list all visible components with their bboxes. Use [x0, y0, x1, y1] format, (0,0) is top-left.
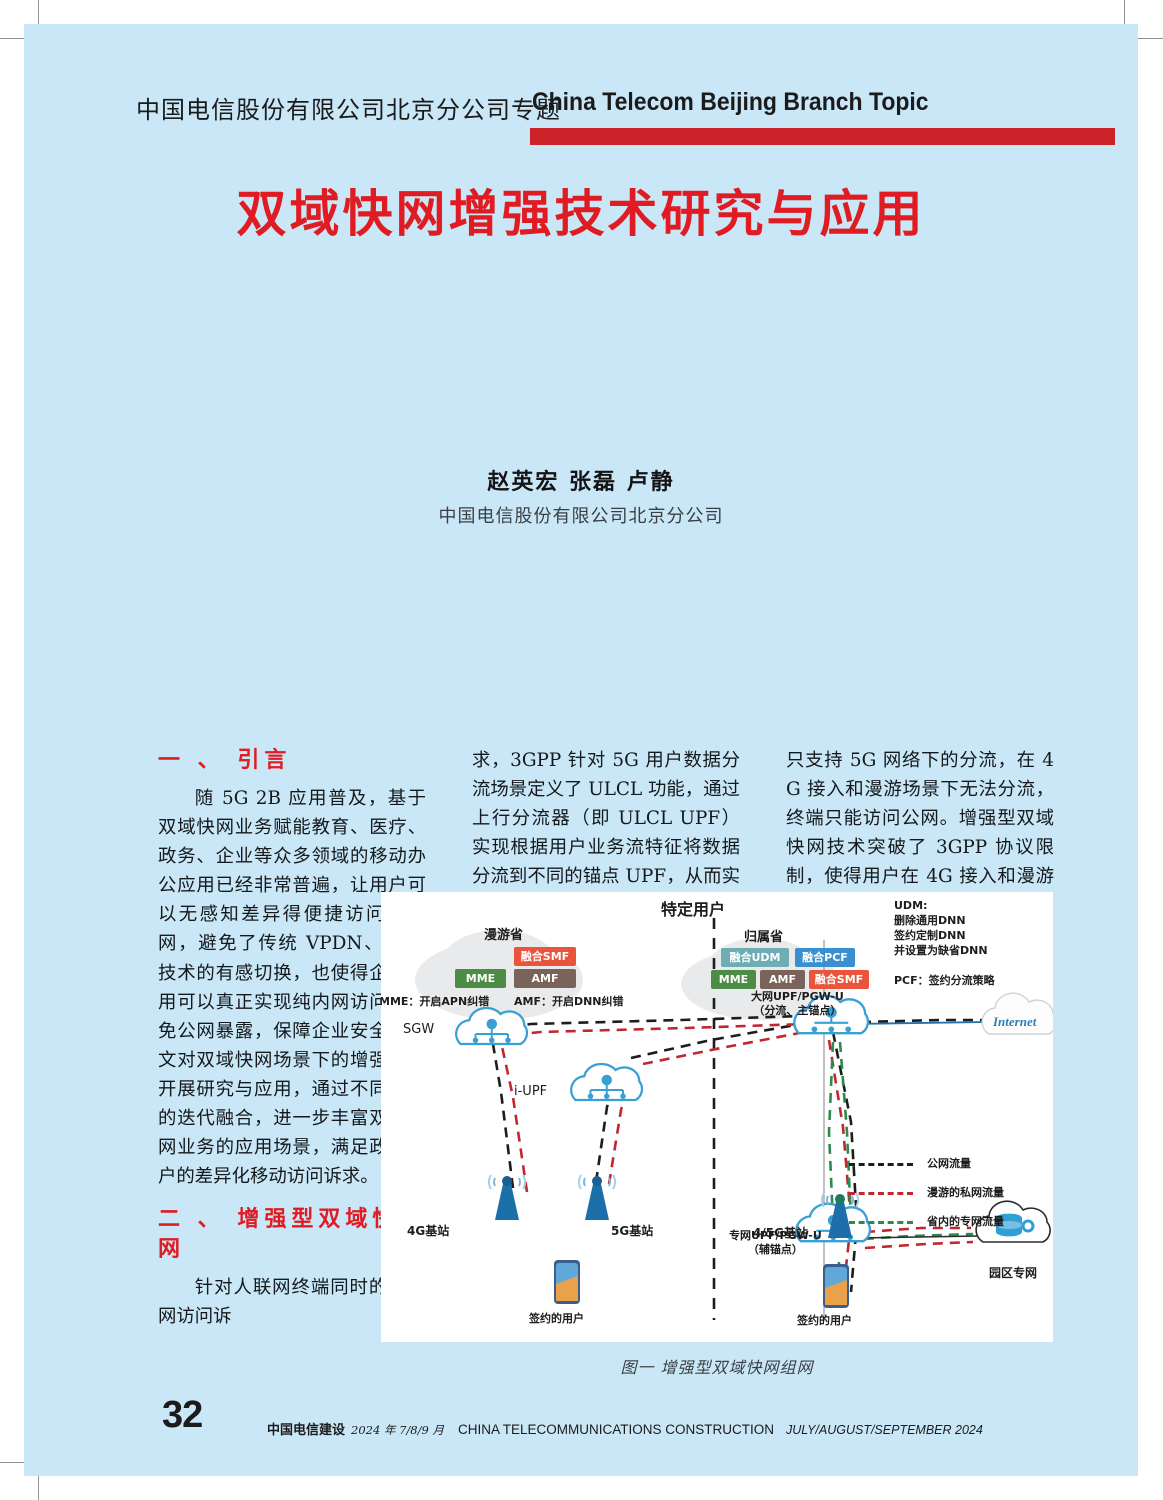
figure-label-iupf: i-UPF [514, 1084, 548, 1099]
legend-label-province: 省内的专网流量 [927, 1215, 1004, 1228]
footer-issue-cn: 2024 年 7/8/9 月 [351, 1423, 444, 1437]
author-list: 赵英宏 张磊 卢静 [487, 469, 675, 495]
figure-note-mme: MME：开启APN纠错 [381, 995, 490, 1008]
footer-journal-cn: 中国电信建设 [267, 1423, 346, 1438]
crop-mark-top-left-horizontal [0, 38, 28, 39]
figure-note-udm: UDM: 删除通用DNN 签约定制DNN 并设置为缺省DNN [894, 899, 988, 957]
column-1: 一 、 引言 随 5G 2B 应用普及，基于双域快网业务赋能教育、医疗、政务、企… [158, 746, 426, 1332]
legend-label-roaming: 漫游的私网流量 [927, 1186, 1004, 1199]
figure-label-specific-user: 特定用户 [661, 900, 726, 919]
chip-home-udm: 融合UDM [721, 948, 789, 967]
figure-caption: 图一 增强型双域快网组网 [620, 1358, 814, 1377]
figure-label-roaming-province: 漫游省 [484, 928, 524, 943]
crop-mark-bottom-left-vertical [38, 1476, 39, 1500]
figure-network-diagram: 特定用户 漫游省 归属省 融合SMF MME AMF 融合UDM 融合PCF M… [381, 892, 1053, 1342]
journal-page: 中国电信股份有限公司北京分公司专题 China Telecom Beijing … [24, 24, 1138, 1476]
chip-home-smf: 融合SMF [809, 970, 869, 989]
page-number: 32 [162, 1394, 203, 1436]
page-header: 中国电信股份有限公司北京分公司专题 China Telecom Beijing … [136, 82, 1116, 152]
crop-mark-top-left-vertical [38, 0, 39, 24]
figure-label-5g-bs: 5G基站 [611, 1224, 654, 1238]
figure-svg [415, 918, 1053, 1322]
legend-line-province [849, 1221, 913, 1224]
body-columns: 一 、 引言 随 5G 2B 应用普及，基于双域快网业务赋能教育、医疗、政务、企… [158, 746, 1054, 1356]
page-title: 双域快网增强技术研究与应用 [236, 185, 926, 243]
crop-mark-top-right-vertical [1124, 0, 1125, 24]
header-red-rule [530, 128, 1115, 145]
chip-roaming-smf: 融合SMF [514, 947, 576, 966]
author-affiliation: 中国电信股份有限公司北京分公司 [438, 506, 724, 527]
header-topic-chinese: 中国电信股份有限公司北京分公司专题 [136, 96, 561, 124]
chip-home-amf: AMF [760, 970, 805, 989]
figure-label-4g-bs: 4G基站 [407, 1224, 450, 1238]
figure-label-private-upf: 专网UPF/PGW-U （辅锚点） [729, 1229, 822, 1256]
figure-label-public-upf: 大网UPF/PGW-U （分流、主锚点） [751, 990, 844, 1017]
crop-mark-bottom-left-horizontal [0, 1462, 28, 1463]
figure-label-user-right: 签约的用户 [797, 1314, 852, 1327]
legend-line-public [849, 1163, 913, 1166]
chip-home-pcf: 融合PCF [795, 948, 855, 967]
figure-note-pcf: PCF：签约分流策略 [894, 974, 995, 987]
figure-label-45g-bs: 4/5G基站 [753, 1226, 808, 1240]
legend-line-roaming [849, 1192, 913, 1195]
figure-label-internet: Internet [993, 1014, 1037, 1029]
figure-label-campus-network: 园区专网 [989, 1266, 1038, 1280]
footer-issue-en: JULY/AUGUST/SEPTEMBER 2024 [785, 1423, 983, 1437]
footer-line: 中国电信建设 2024 年 7/8/9 月 CHINA TELECOMMUNICAT… [267, 1419, 983, 1438]
legend-label-public: 公网流量 [927, 1157, 971, 1170]
figure-note-amf: AMF：开启DNN纠错 [514, 995, 624, 1008]
intro-paragraph: 随 5G 2B 应用普及，基于双域快网业务赋能教育、医疗、政务、企业等众多领域的… [158, 788, 426, 1188]
chip-home-mme: MME [711, 970, 756, 989]
crop-mark-top-right-horizontal [1135, 38, 1163, 39]
chip-roaming-amf: AMF [514, 969, 576, 988]
figure-label-home-province: 归属省 [744, 930, 784, 945]
section-heading-intro: 一 、 引言 [158, 748, 292, 773]
figure-label-sgw: SGW [403, 1022, 435, 1037]
chip-roaming-mme: MME [455, 969, 506, 988]
figure-label-user-left: 签约的用户 [529, 1312, 584, 1325]
header-topic-english: China Telecom Beijing Branch Topic [532, 88, 929, 116]
section-2-paragraph-col1: 针对人联网终端同时的内外网访问诉 [158, 1277, 426, 1328]
footer-journal-en: CHINA TELECOMMUNICATIONS CONSTRUCTION [457, 1422, 774, 1437]
section-heading-enhanced: 二 、 增强型双域快网 [158, 1207, 400, 1263]
